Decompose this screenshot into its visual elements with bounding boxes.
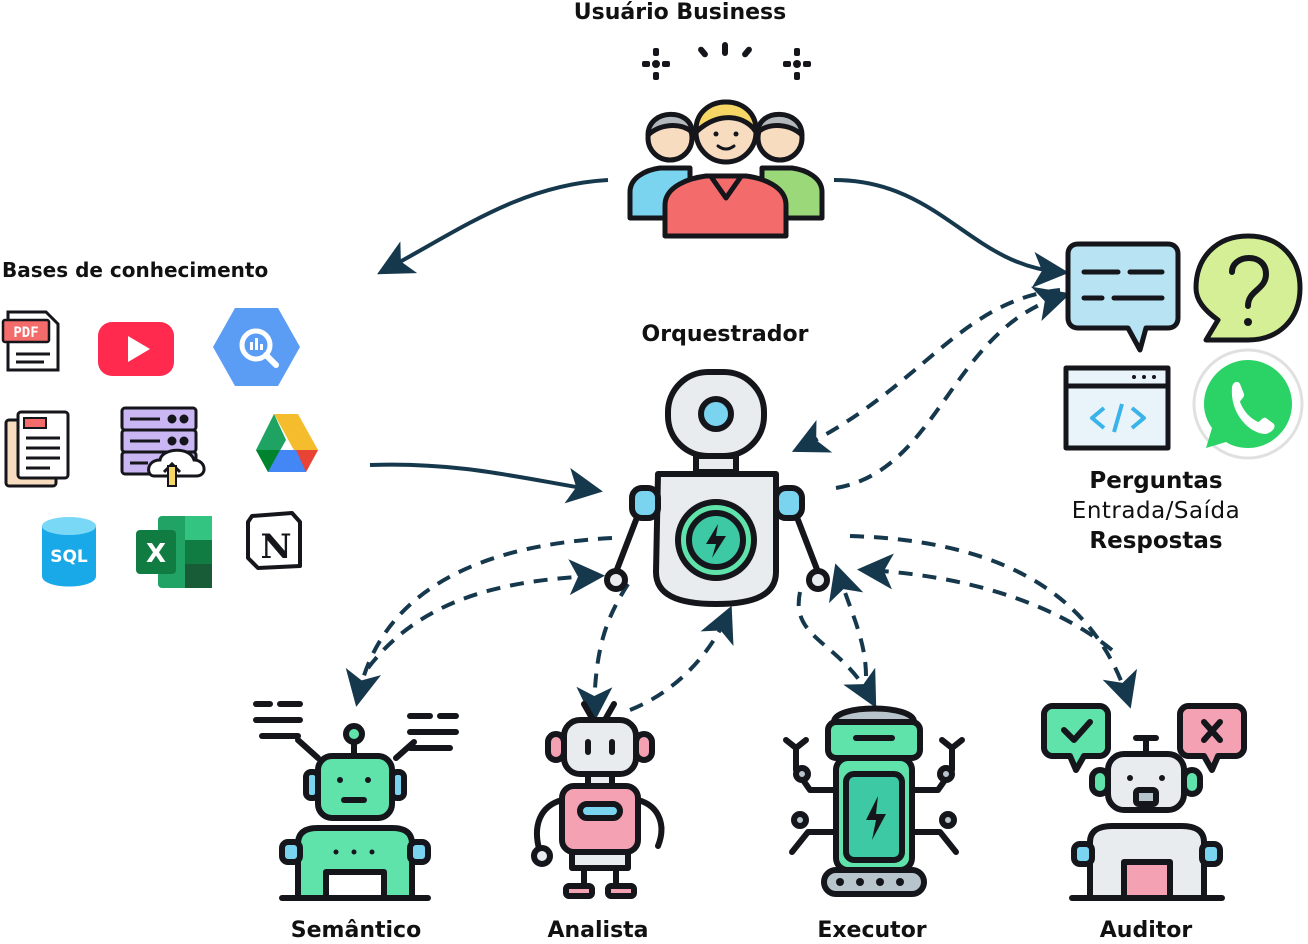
- google-drive-icon: [256, 414, 318, 472]
- agent-analista-label: Analista: [547, 918, 649, 943]
- agent-semantico-label: Semântico: [290, 918, 422, 943]
- dashed-arrow-auditor-to-orchestrator: [857, 553, 1114, 652]
- analista-robot-icon: [531, 701, 665, 899]
- question-mark-icon: [1193, 233, 1303, 343]
- io-answers-label: Respostas: [1089, 528, 1223, 554]
- agent-executor-label: Executor: [817, 918, 927, 943]
- whatsapp-icon: [1192, 348, 1304, 460]
- excel-icon: X: [136, 516, 212, 588]
- agent-auditor-label: Auditor: [1099, 918, 1193, 943]
- pdf-icon: PDF: [1, 310, 60, 372]
- server-upload-icon: [120, 406, 206, 487]
- code-window-icon: [1063, 365, 1171, 451]
- youtube-icon: [98, 322, 174, 376]
- dashed-arrow-orchestrator-to-semantico: [345, 536, 613, 707]
- chat-bubble-icon: [1065, 241, 1181, 353]
- dashed-arrow-orchestrator-to-executor: [796, 591, 877, 708]
- solid-arrow-user-to-io: [833, 178, 1069, 288]
- pdf-icon-text: PDF: [13, 325, 38, 341]
- business-users-icon: [627, 42, 825, 239]
- documents-icon: [4, 410, 70, 488]
- notion-icon: N: [246, 511, 302, 570]
- dashed-arrow-semantico-to-orchestrator: [366, 559, 605, 670]
- auditor-robot-icon: [1041, 703, 1247, 901]
- executor-robot-icon: [783, 705, 965, 897]
- sql-database-icon: SQL: [42, 517, 96, 587]
- knowledge-bases-label: Bases de conhecimento: [2, 258, 269, 282]
- excel-icon-text: X: [146, 539, 166, 569]
- business-user-label: Usuário Business: [573, 0, 787, 25]
- dashed-arrow-executor-to-orchestrator: [828, 563, 868, 677]
- dashed-arrow-orchestrator-to-io: [835, 286, 1071, 490]
- solid-arrow-user-to-bases: [377, 178, 609, 275]
- io-input-output-label: Entrada/Saída: [1071, 498, 1241, 524]
- dashed-arrow-orchestrator-to-auditor: [849, 534, 1137, 709]
- orchestrator-label: Orquestrador: [641, 322, 809, 347]
- dashed-arrow-analista-to-orchestrator: [629, 605, 734, 712]
- dashed-arrow-orchestrator-to-analista: [576, 582, 630, 723]
- sparkle-icon: [642, 42, 811, 80]
- io-questions-label: Perguntas: [1089, 468, 1223, 494]
- dashed-arrow-io-to-orchestrator: [791, 288, 1061, 453]
- notion-icon-text: N: [260, 527, 291, 567]
- orchestrator-robot-icon: [604, 369, 830, 607]
- io-text-block: Perguntas Entrada/Saída Respostas: [1040, 466, 1272, 556]
- semantico-robot-icon: [253, 701, 459, 901]
- sql-icon-text: SQL: [50, 547, 88, 567]
- bigquery-icon: [213, 308, 300, 386]
- solid-arrow-bases-to-orchestrator: [369, 462, 603, 504]
